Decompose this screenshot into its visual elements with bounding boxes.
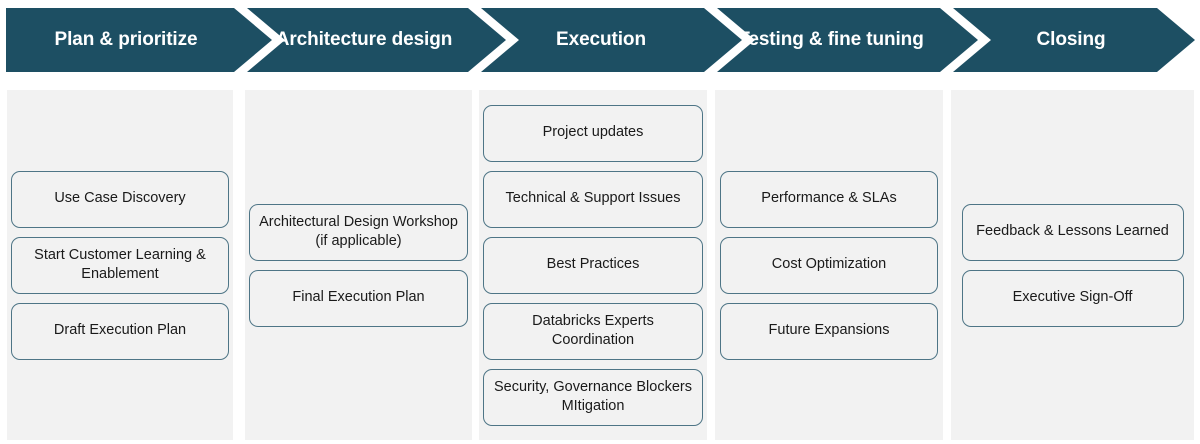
task-card[interactable]: Use Case Discovery	[11, 170, 229, 228]
task-card[interactable]: Best Practices	[483, 236, 703, 294]
card-stack: Performance & SLAs Cost Optimization Fut…	[715, 170, 943, 360]
banner-chevron-shapes	[6, 8, 1195, 72]
column-testing-fine-tuning: Performance & SLAs Cost Optimization Fut…	[715, 90, 943, 440]
chevron-separators	[234, 8, 991, 72]
column-closing: Feedback & Lessons Learned Executive Sig…	[951, 90, 1194, 440]
column-architecture-design: Architectural Design Workshop (if applic…	[245, 90, 472, 440]
task-card[interactable]: Cost Optimization	[720, 236, 938, 294]
process-stage-banner: Plan & prioritize Architecture design Ex…	[6, 8, 1195, 72]
chevron-separator-4	[940, 8, 991, 72]
task-card[interactable]: Feedback & Lessons Learned	[961, 203, 1184, 261]
task-card[interactable]: Project updates	[483, 104, 703, 162]
task-card[interactable]: Technical & Support Issues	[483, 170, 703, 228]
card-stack: Feedback & Lessons Learned Executive Sig…	[951, 203, 1194, 327]
task-card[interactable]: Final Execution Plan	[249, 269, 468, 327]
chevron-separator-1	[234, 8, 285, 72]
chevron-separator-2	[468, 8, 519, 72]
task-card[interactable]: Draft Execution Plan	[11, 302, 229, 360]
task-card[interactable]: Future Expansions	[720, 302, 938, 360]
banner-body	[6, 8, 1195, 72]
card-stack: Project updates Technical & Support Issu…	[479, 104, 707, 426]
stage-columns: Use Case Discovery Start Customer Learni…	[0, 90, 1200, 440]
chevron-separator-3	[704, 8, 755, 72]
task-card[interactable]: Executive Sign-Off	[961, 269, 1184, 327]
task-card[interactable]: Start Customer Learning & Enablement	[11, 236, 229, 294]
card-stack: Use Case Discovery Start Customer Learni…	[7, 170, 233, 360]
task-card[interactable]: Performance & SLAs	[720, 170, 938, 228]
task-card[interactable]: Security, Governance Blockers MItigation	[483, 368, 703, 426]
task-card[interactable]: Architectural Design Workshop (if applic…	[249, 203, 468, 261]
column-execution: Project updates Technical & Support Issu…	[479, 90, 707, 440]
card-stack: Architectural Design Workshop (if applic…	[245, 203, 472, 327]
column-plan-prioritize: Use Case Discovery Start Customer Learni…	[7, 90, 233, 440]
task-card[interactable]: Databricks Experts Coordination	[483, 302, 703, 360]
